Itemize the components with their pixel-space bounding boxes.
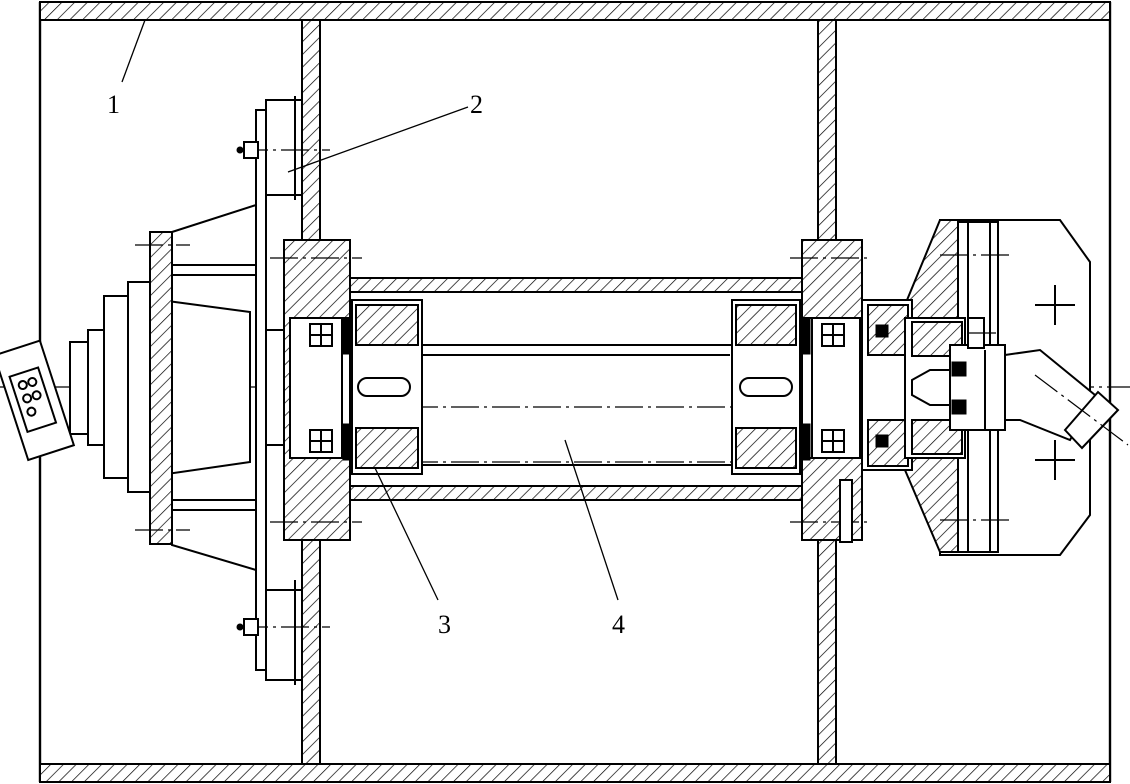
part-label-1: 1 bbox=[107, 90, 120, 119]
right-coupling bbox=[731, 299, 801, 475]
drive-motor bbox=[0, 203, 287, 572]
leader-2 bbox=[287, 106, 469, 173]
inner-shaft bbox=[349, 344, 801, 466]
left-bearing bbox=[289, 317, 354, 461]
mounting-bracket bbox=[236, 96, 330, 685]
part-label-3: 3 bbox=[438, 610, 451, 639]
leader-3 bbox=[374, 467, 439, 601]
top-wall bbox=[39, 1, 1111, 21]
left-coupling bbox=[351, 299, 423, 475]
right-plate bbox=[817, 19, 837, 765]
leader-4 bbox=[564, 439, 619, 601]
bolt-top bbox=[243, 141, 259, 159]
leader-1 bbox=[121, 19, 146, 83]
part-label-2: 2 bbox=[470, 90, 483, 119]
bottom-wall bbox=[39, 763, 1111, 783]
part-label-4: 4 bbox=[612, 610, 625, 639]
bolt-bottom bbox=[243, 618, 259, 636]
leader-lines bbox=[121, 19, 619, 601]
right-bearing bbox=[799, 317, 861, 461]
rotary-joint bbox=[861, 299, 1006, 471]
hydraulic-hose-fitting bbox=[1004, 348, 1129, 450]
housing-frame bbox=[38, 1, 1112, 783]
